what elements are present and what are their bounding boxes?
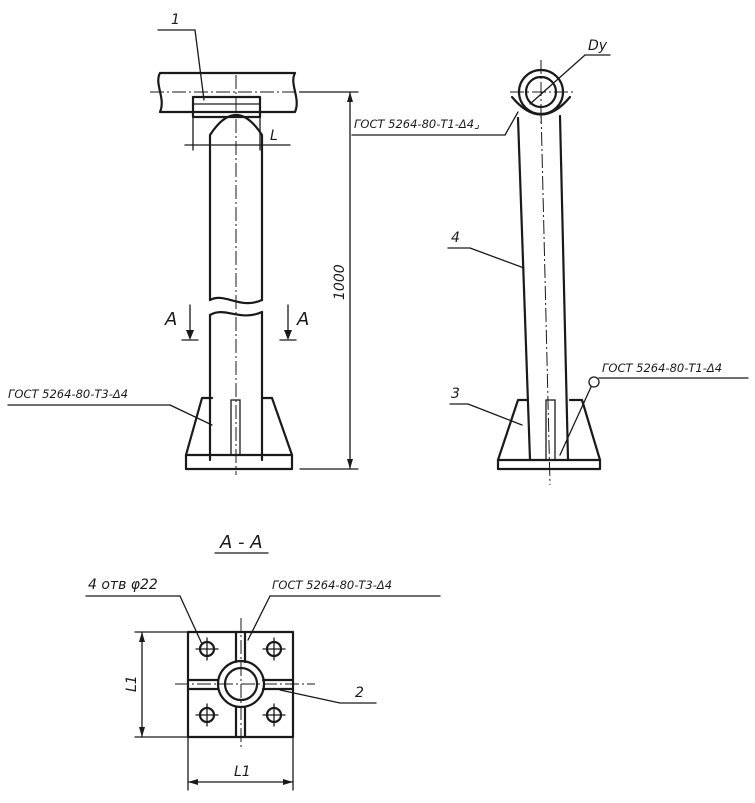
dim-Dy: Dy	[588, 38, 608, 54]
section-title: A - A	[219, 532, 263, 553]
weld-base-left: ГОСТ 5264-80-Т3-Δ4	[8, 387, 128, 401]
base-side-plate	[496, 458, 602, 471]
base-side-gusset	[496, 398, 602, 462]
right-view: Dy ГОСТ 5264-80-Т1-Δ4⌟ 4 3 ГОСТ 5264-80-…	[351, 38, 749, 486]
base-gusset	[184, 396, 294, 457]
left-view: L 1 A A 1000 ГОСТ 5264-80-Т3-Δ4	[7, 12, 359, 475]
base-plate	[184, 453, 294, 471]
supported-pipe	[157, 71, 298, 114]
part-1-label: 1	[171, 12, 180, 28]
weld-base-right: ГОСТ 5264-80-Т1-Δ4	[602, 361, 722, 375]
dim-L1-horizontal: L1	[234, 764, 251, 780]
section-mark-left: A	[164, 309, 177, 330]
height-dim: 1000	[332, 264, 348, 300]
break-line	[208, 296, 264, 305]
post-side	[516, 114, 570, 462]
post-lower	[208, 310, 264, 462]
part-4-label: 4	[451, 230, 460, 246]
saddle-plate	[191, 95, 262, 119]
plan-ribs	[186, 630, 295, 739]
section-a-a: A - A 4 отв φ22 ГОСТ 5264-80-Т3-Δ4	[85, 532, 441, 791]
dim-L1-vertical: L1	[124, 675, 140, 692]
weld-top: ГОСТ 5264-80-Т1-Δ4⌟	[354, 117, 479, 131]
holes-note: 4 отв φ22	[88, 577, 158, 593]
section-mark-right: A	[296, 309, 309, 330]
part-2-label: 2	[355, 685, 364, 701]
part-3-label: 3	[451, 386, 460, 402]
weld-plan: ГОСТ 5264-80-Т3-Δ4	[272, 578, 392, 592]
dim-L: L	[270, 128, 278, 144]
